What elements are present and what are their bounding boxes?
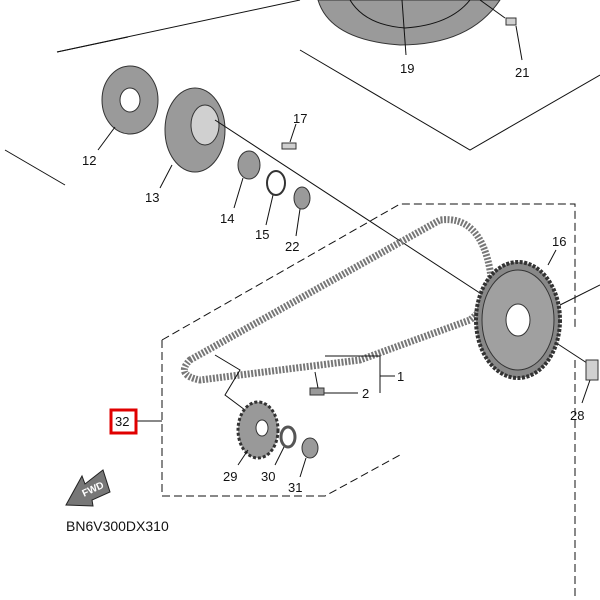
callout-19[interactable]: 19 [400, 61, 414, 76]
callout-21[interactable]: 21 [515, 65, 529, 80]
part-13-sprocket-hub [164, 87, 226, 173]
callout-12[interactable]: 12 [82, 153, 96, 168]
callout-28[interactable]: 28 [570, 408, 584, 423]
forward-direction-arrow: FWD [65, 469, 111, 507]
callout-14[interactable]: 14 [220, 211, 234, 226]
part-14-bearing [237, 150, 261, 180]
callout-16[interactable]: 16 [552, 234, 566, 249]
callout-31[interactable]: 31 [288, 480, 302, 495]
part-15-collar [266, 170, 286, 196]
highlight-box [109, 408, 138, 435]
part-28-bolt [585, 359, 599, 381]
part-17-pin [281, 142, 297, 150]
drive-chain [180, 216, 495, 384]
part-31-nut [301, 437, 319, 459]
callout-17[interactable]: 17 [293, 111, 307, 126]
wheel-hub [317, 0, 506, 56]
callout-22[interactable]: 22 [285, 239, 299, 254]
callout-29[interactable]: 29 [223, 469, 237, 484]
callout-15[interactable]: 15 [255, 227, 269, 242]
part-21-bolt [505, 17, 517, 26]
callout-2[interactable]: 2 [362, 386, 369, 401]
callout-30[interactable]: 30 [261, 469, 275, 484]
drive-chain-kit-boundary [161, 203, 576, 600]
callout-32[interactable]: 32 [115, 414, 129, 429]
part-30-washer [279, 425, 297, 449]
callout-1[interactable]: 1 [397, 369, 404, 384]
part-12-damper [101, 65, 159, 135]
hub-panel-outline [299, 49, 600, 151]
part-22-bearing [293, 186, 311, 210]
part-2-chain-joint [309, 387, 325, 396]
part-16-rear-sprocket [474, 260, 562, 380]
diagram-code: BN6V300DX310 [66, 518, 169, 534]
callout-13[interactable]: 13 [145, 190, 159, 205]
part-29-drive-sprocket [236, 400, 280, 460]
